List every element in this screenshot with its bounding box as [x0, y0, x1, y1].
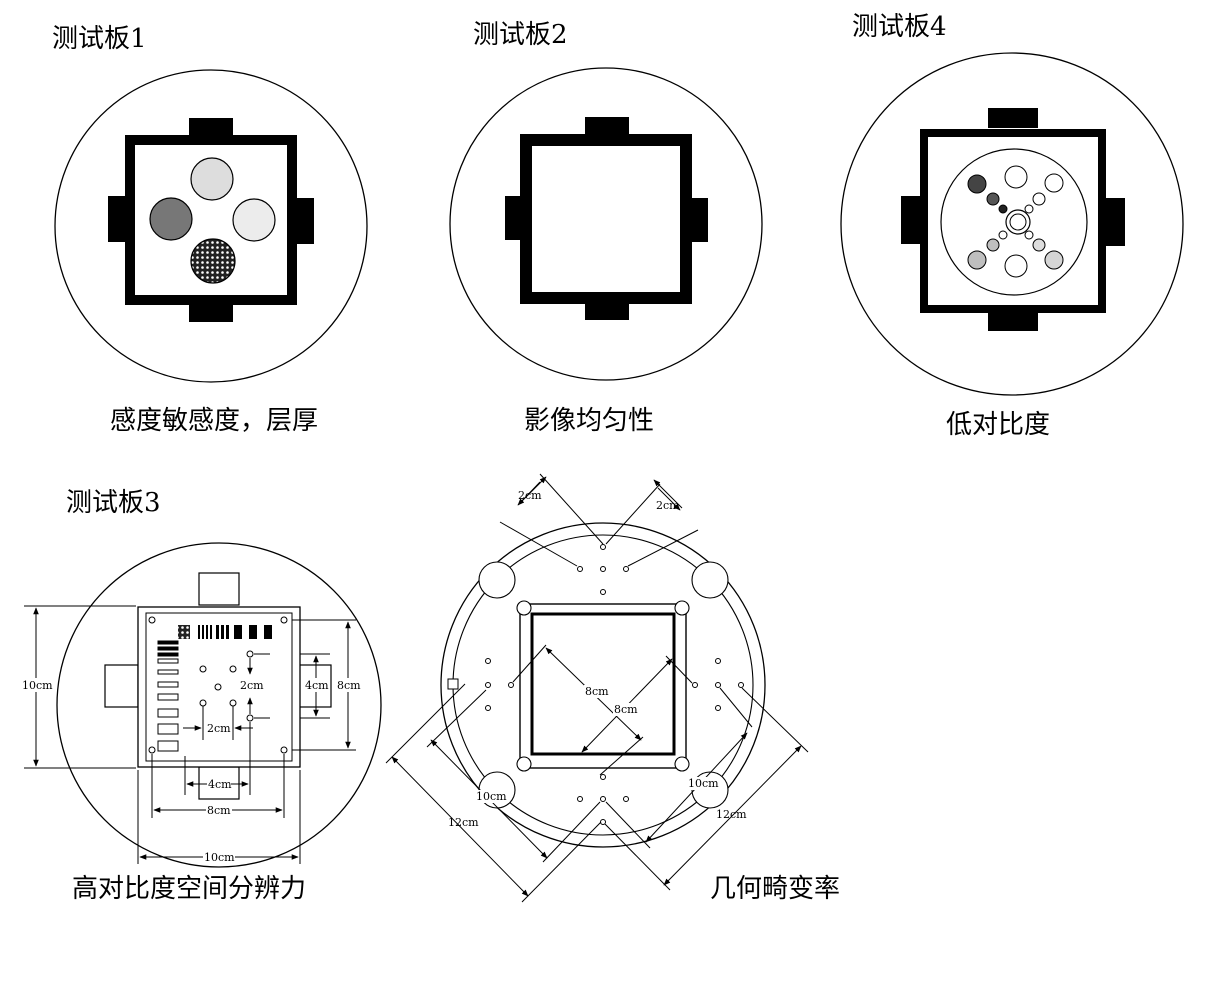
board3-title: 测试板3 [66, 488, 161, 518]
board1-tab-top [189, 118, 233, 138]
dim-2cm-horizontal: 2cm [207, 722, 231, 735]
geometry-dimensions [385, 473, 809, 903]
board2-title: 测试板2 [473, 20, 568, 50]
board2-caption: 影像均匀性 [524, 406, 655, 436]
board3-inner [145, 612, 293, 762]
dim-4cm-vertical: 4cm [305, 679, 329, 692]
board1-insert-bottom [190, 238, 236, 284]
board1-tab-left [108, 196, 126, 242]
board1-insert-top [190, 157, 234, 201]
board2-tab-bottom [585, 302, 629, 320]
board1-insert-left [149, 197, 193, 241]
board4-tab-top [988, 108, 1038, 128]
dim-8cm-right: 8cm [337, 679, 361, 692]
board1-caption: 感度敏感度，层厚 [110, 406, 319, 436]
board1-title: 测试板1 [52, 24, 147, 54]
board4-tab-left [901, 196, 921, 244]
dim-4cm-horizontal: 4cm [208, 778, 232, 791]
dim-2cm-vertical: 2cm [240, 679, 264, 692]
board3-bar-groups [178, 625, 272, 639]
dim-8cm-diag-b: 8cm [614, 703, 638, 716]
board3-tab-left [104, 664, 139, 708]
board4-tab-right [1105, 198, 1125, 246]
board4-title: 测试板4 [852, 12, 947, 42]
board3-side-bars [157, 640, 179, 752]
board1-outer-circle [54, 69, 368, 383]
board1-insert-right [232, 198, 276, 242]
dim-10cm-right: 10cm [688, 777, 719, 790]
dim-10cm-bottom: 10cm [204, 851, 235, 864]
board4-outer-circle [840, 52, 1184, 396]
board2-frame [520, 134, 692, 304]
board1-tab-right [296, 198, 314, 244]
geometry-diagram: 2cm 2cm 8cm 8cm 10cm 10cm 12cm 12cm [385, 473, 809, 903]
dim-8cm-bottom: 8cm [207, 804, 231, 817]
board4-caption: 低对比度 [946, 410, 1051, 440]
board1-diagram [54, 69, 368, 383]
board3-dim-labels: 10cm 8cm 4cm 2cm 2cm 4cm 8cm 10cm [22, 678, 363, 864]
geometry-holes [485, 544, 744, 825]
geometry-dim-labels: 2cm 2cm 8cm 8cm 10cm 10cm 12cm 12cm [448, 489, 747, 829]
dim-12cm-right: 12cm [716, 808, 747, 821]
board3-outer-circle [56, 542, 382, 868]
dim-2cm-top-left: 2cm [518, 489, 542, 502]
board3-caption: 高对比度空间分辨力 [72, 874, 307, 904]
board3-diagram: 10cm 8cm 4cm 2cm 2cm 4cm 8cm 10cm [22, 542, 382, 868]
board2-tab-right [690, 198, 708, 242]
board4-diagram [840, 52, 1184, 396]
dim-10cm-left: 10cm [476, 790, 507, 803]
board2-outer-circle [449, 67, 763, 381]
dim-10cm-left: 10cm [22, 679, 53, 692]
board1-tab-bottom [189, 302, 233, 322]
dim-2cm-top-right: 2cm [656, 499, 680, 512]
board2-tab-left [505, 196, 522, 240]
board3-tab-top [198, 572, 240, 606]
geometry-square-inner [530, 612, 676, 756]
geometry-outer-circle [440, 522, 766, 848]
dim-8cm-diag-a: 8cm [585, 685, 609, 698]
dim-12cm-left: 12cm [448, 816, 479, 829]
board2-diagram [449, 67, 763, 381]
board4-tab-bottom [988, 313, 1038, 331]
board2-tab-top [585, 117, 629, 136]
board3-holes [148, 616, 288, 754]
